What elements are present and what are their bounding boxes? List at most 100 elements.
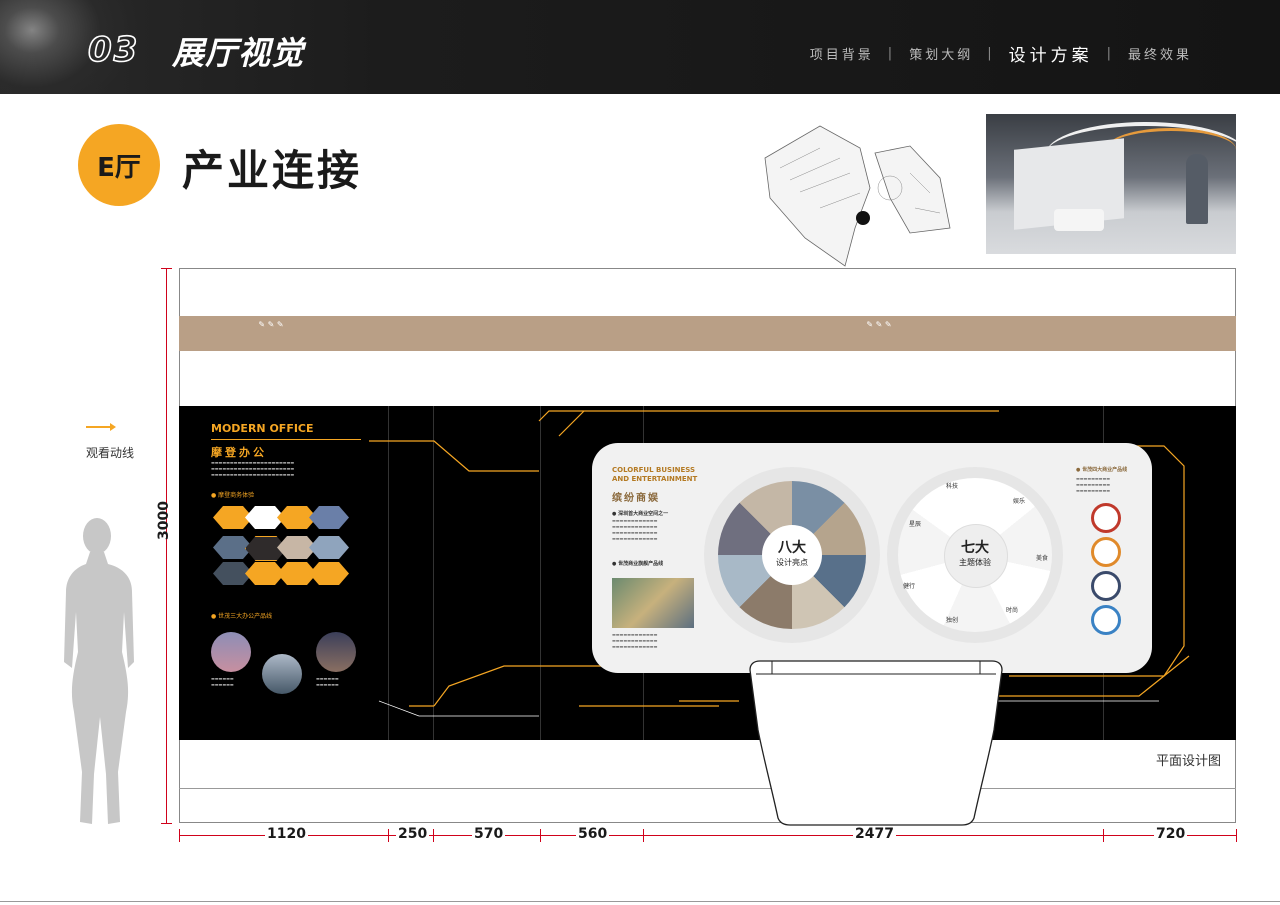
- floor-plan-thumbnail: [764, 125, 951, 267]
- height-dimension-value: 3000: [156, 501, 172, 540]
- hex-photo: [213, 536, 253, 559]
- title-rule: [211, 439, 361, 440]
- reception-kiosk: [749, 660, 1003, 826]
- width-dimension-line: [179, 835, 1237, 836]
- dimension-tick: [388, 829, 389, 842]
- section-heading-products: ● 世茂三大办公产品线: [211, 613, 273, 620]
- center-title-cn: 缤纷商娱: [612, 493, 660, 504]
- section-title: 展厅视觉: [172, 34, 305, 72]
- visitor-figure: [1186, 154, 1208, 224]
- section-nav: 项目背景 | 策划大纲 | 设计方案 | 最终效果: [810, 41, 1192, 66]
- hall-render-thumbnail: [986, 114, 1236, 254]
- wheel1-center-title: 八大: [778, 540, 806, 556]
- right-subheading: ● 世茂四大商业产品线: [1076, 467, 1128, 473]
- theme-label: 健行: [903, 583, 916, 590]
- plan-label: 平面设计图: [1156, 754, 1222, 769]
- center-subheading-1: ● 深圳首大商业空间之一: [612, 511, 669, 517]
- product-caption: ▬▬▬▬▬▬▬▬▬▬▬▬: [316, 676, 339, 687]
- panel-divider: [388, 406, 389, 740]
- hex-photo: [309, 536, 349, 559]
- brand-logo: ✎ ✎ ✎: [866, 320, 892, 329]
- center-title-en: COLORFUL BUSINESS AND ENTERTAINMENT: [612, 466, 698, 483]
- nav-item-result[interactable]: 最终效果: [1127, 48, 1192, 63]
- nav-separator: |: [987, 46, 995, 61]
- wheel1-center-subtitle: 设计亮点: [776, 558, 808, 567]
- modern-office-title-en: MODERN OFFICE: [211, 422, 314, 435]
- dimension-tick: [540, 829, 541, 842]
- viewing-route-label: 观看动线: [86, 446, 135, 460]
- section-number: 03: [87, 29, 140, 71]
- dimension-value-3: 570: [472, 826, 506, 842]
- intro-text-block: ▬▬▬▬▬▬▬▬▬▬▬▬▬▬▬▬▬▬▬▬▬▬▬▬▬▬▬▬▬▬▬▬▬▬▬▬▬▬▬▬…: [211, 460, 295, 477]
- hall-title: 产业连接: [182, 146, 363, 195]
- nav-separator: |: [1106, 46, 1114, 61]
- panel-divider: [433, 406, 434, 740]
- product-line-tag-04: [1091, 605, 1121, 635]
- dimension-tick: [643, 829, 644, 842]
- hex-tile: [277, 562, 317, 585]
- nav-item-background[interactable]: 项目背景: [809, 48, 874, 63]
- hex-photo: [309, 506, 349, 529]
- theme-label: 美食: [1036, 555, 1049, 562]
- wheel-center: [762, 525, 822, 585]
- hex-photo: [277, 536, 317, 559]
- dimension-tick: [179, 829, 180, 842]
- dimension-tick: [1103, 829, 1104, 842]
- ceiling-light-strip: [1106, 128, 1236, 171]
- bottom-rule: [0, 901, 1280, 902]
- reception-desk: [1054, 209, 1104, 231]
- wheel-center: [944, 524, 1008, 588]
- human-scale-figure: [64, 518, 134, 824]
- location-marker: [856, 211, 870, 225]
- product-caption: ▬▬▬▬▬▬▬▬▬▬▬▬: [211, 676, 234, 687]
- dimension-value-6: 720: [1154, 826, 1188, 842]
- nav-separator: |: [887, 46, 896, 61]
- theme-label: 星辰: [909, 521, 922, 528]
- hex-tile: [309, 562, 349, 585]
- ceiling-band: ✎ ✎ ✎ ✎ ✎ ✎: [179, 316, 1236, 351]
- dimension-value-2: 250: [396, 826, 430, 842]
- dimension-tick: [433, 829, 434, 842]
- hex-tile: [245, 562, 285, 585]
- section-heading-business: ● 摩登商务体验: [211, 492, 255, 499]
- top-banner: 03 展厅视觉 项目背景 | 策划大纲 | 设计方案 | 最终效果: [0, 0, 1280, 94]
- viewing-route-arrow-icon: [86, 423, 116, 431]
- wheel2-center-subtitle: 主题体验: [959, 558, 991, 567]
- hex-tile: [277, 506, 317, 529]
- modern-office-title-cn: 摩登办公: [211, 446, 267, 459]
- wheel2-center-title: 七大: [961, 540, 989, 556]
- brand-logo: ✎ ✎ ✎: [258, 320, 284, 329]
- dimension-value-5: 2477: [853, 826, 896, 842]
- ceiling-curve: [1046, 122, 1236, 186]
- commercial-photo: [612, 578, 694, 628]
- theme-label: 独创: [946, 617, 959, 624]
- product-photo-1: [211, 632, 251, 672]
- theme-label: 娱乐: [1013, 498, 1026, 505]
- hall-badge: E厅: [78, 124, 160, 206]
- product-line-tag-03: [1091, 571, 1121, 601]
- dimension-value-4: 560: [576, 826, 610, 842]
- dimension-tick: [161, 823, 172, 824]
- dimension-tick: [1236, 829, 1237, 842]
- hex-tile: [213, 506, 253, 529]
- center-body-text: ▬▬▬▬▬▬▬▬▬▬▬▬▬▬▬▬▬▬▬▬▬▬▬▬▬▬▬▬▬▬▬▬▬▬▬▬▬▬▬▬…: [612, 518, 658, 541]
- dimension-tick: [161, 268, 172, 269]
- dimension-value-1: 1120: [265, 826, 308, 842]
- product-photo-2: [262, 654, 302, 694]
- hex-photo: [213, 562, 253, 585]
- height-dimension-line: [166, 268, 167, 824]
- theme-label: 时尚: [1006, 607, 1019, 614]
- hex-tile: [245, 506, 285, 529]
- product-photo-3: [316, 632, 356, 672]
- product-line-tag-02: [1091, 537, 1121, 567]
- panel-divider: [540, 406, 541, 740]
- floor-line: [179, 788, 1236, 789]
- nav-item-design[interactable]: 设计方案: [1008, 46, 1093, 66]
- center-subheading-2: ● 世茂商业旗舰产品线: [612, 561, 664, 567]
- center-body-text: ▬▬▬▬▬▬▬▬▬▬▬▬▬▬▬▬▬▬▬▬▬▬▬▬▬▬▬▬▬▬▬▬▬▬▬▬: [612, 632, 658, 649]
- nav-item-outline[interactable]: 策划大纲: [909, 48, 974, 63]
- right-body-text: ▬▬▬▬▬▬▬▬▬▬▬▬▬▬▬▬▬▬▬▬▬▬▬▬▬▬▬: [1076, 476, 1111, 493]
- product-line-tag-01: [1091, 503, 1121, 533]
- theme-label: 科技: [946, 483, 959, 490]
- galaxy-decoration: [0, 0, 140, 94]
